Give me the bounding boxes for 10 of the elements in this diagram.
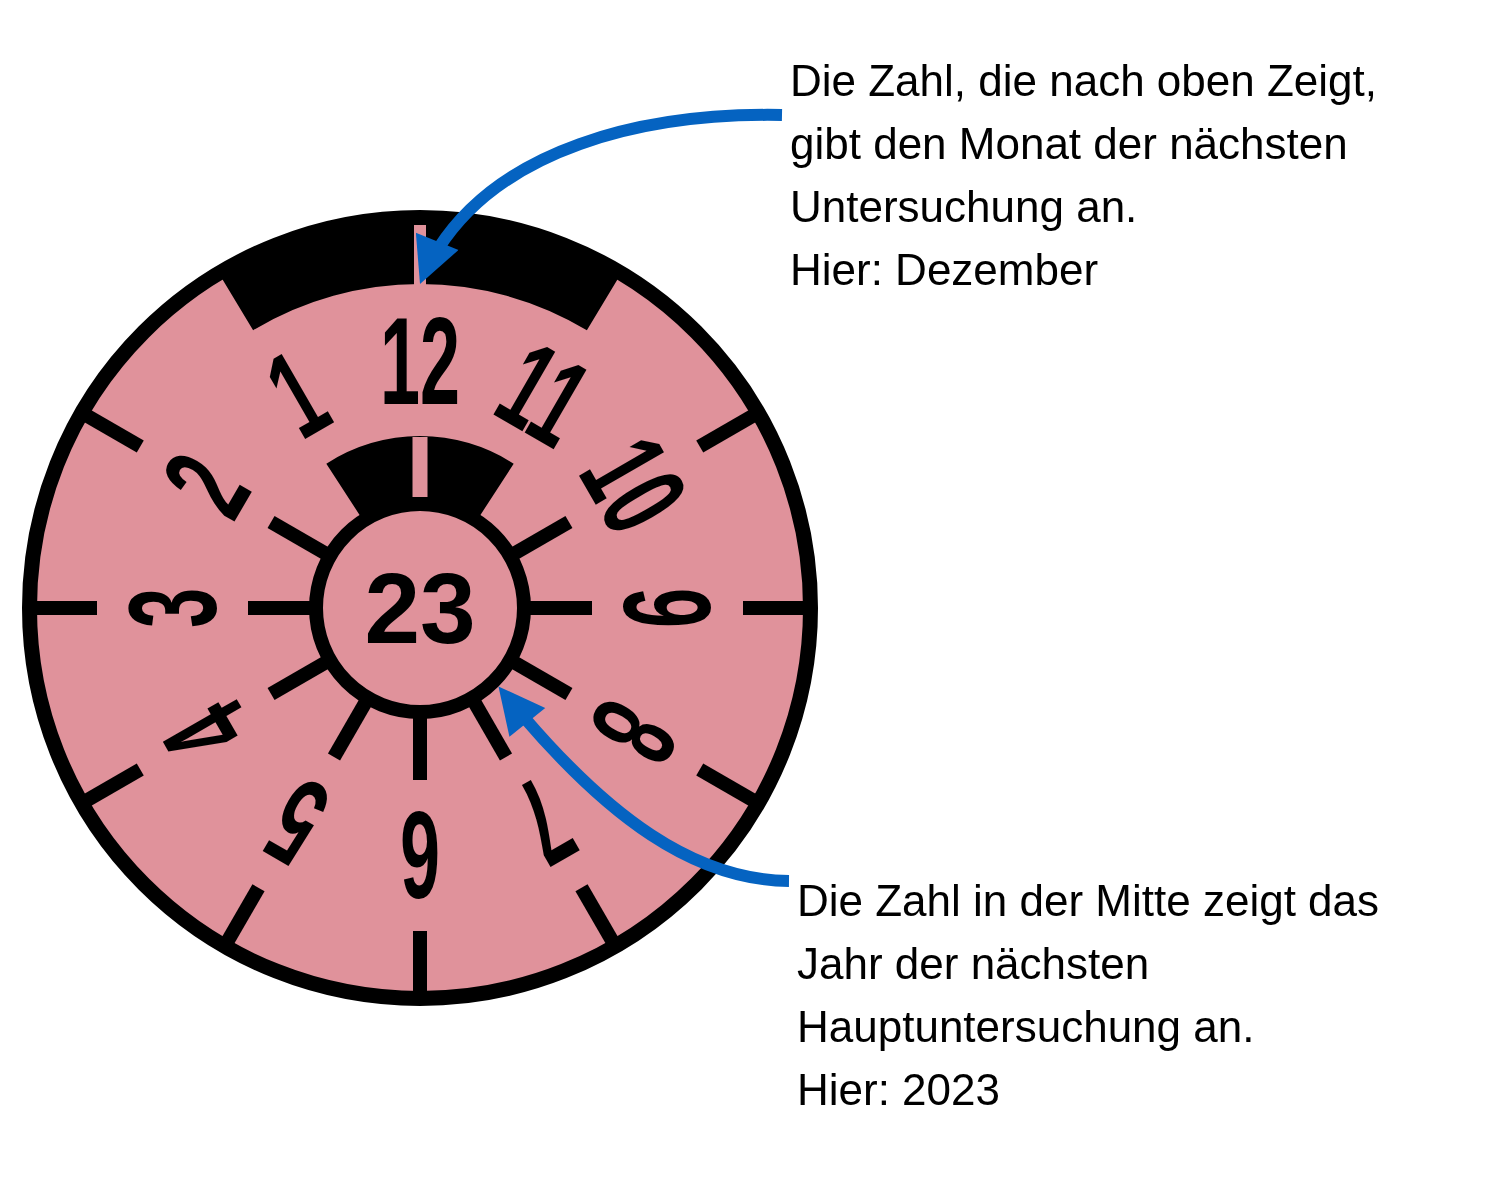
curved-arrow <box>414 109 783 287</box>
month-number: 12 <box>380 299 460 423</box>
year-number: 23 <box>364 558 476 658</box>
callout-text: Hier: 2023 <box>797 1064 1001 1116</box>
month-number: 6 <box>400 793 440 917</box>
callout-text: Die Zahl in der Mitte zeigt das Jahr der nächsten Hauptuntersuchung an. <box>797 875 1381 1053</box>
month-number: 9 <box>605 588 729 628</box>
callout-text: Die Zahl, die nach oben Zeigt, gibt den Monat der nächsten Untersuchung an. <box>790 55 1379 233</box>
callout-text: Hier: Dezember <box>790 244 1100 296</box>
month-number: 3 <box>111 588 235 628</box>
